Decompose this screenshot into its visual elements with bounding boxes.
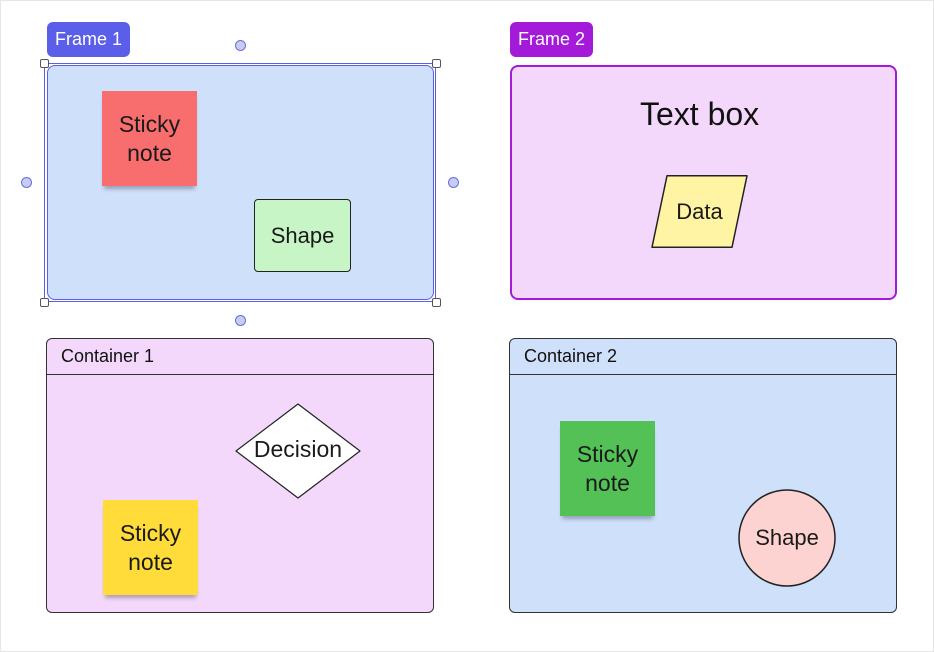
frame-2-label[interactable]: Frame 2 <box>510 22 594 57</box>
frame-2-text-box[interactable]: Text box <box>640 96 760 132</box>
resize-handle-top-left[interactable] <box>40 59 49 68</box>
connector-handle-right[interactable] <box>448 177 459 188</box>
container-2-sticky-note[interactable]: Sticky note <box>560 421 655 516</box>
connector-handle-top[interactable] <box>235 40 246 51</box>
resize-handle-top-right[interactable] <box>432 59 441 68</box>
connector-handle-bottom[interactable] <box>235 315 246 326</box>
frame-2-data-shape[interactable] <box>651 175 748 248</box>
connector-handle-left[interactable] <box>21 177 32 188</box>
selection-outline <box>44 63 436 302</box>
container-1-header[interactable]: Container 1 <box>47 339 433 375</box>
container-1-sticky-note[interactable]: Sticky note <box>103 500 198 595</box>
frame-1-shape[interactable]: Shape <box>254 199 351 272</box>
container-2-header[interactable]: Container 2 <box>510 339 896 375</box>
frame-1-sticky-note[interactable]: Sticky note <box>102 91 197 186</box>
container-1-decision-shape[interactable] <box>235 403 361 499</box>
resize-handle-bottom-left[interactable] <box>40 298 49 307</box>
frame-1-label[interactable]: Frame 1 <box>47 22 131 57</box>
container-2-circle-shape[interactable] <box>738 489 836 587</box>
resize-handle-bottom-right[interactable] <box>432 298 441 307</box>
